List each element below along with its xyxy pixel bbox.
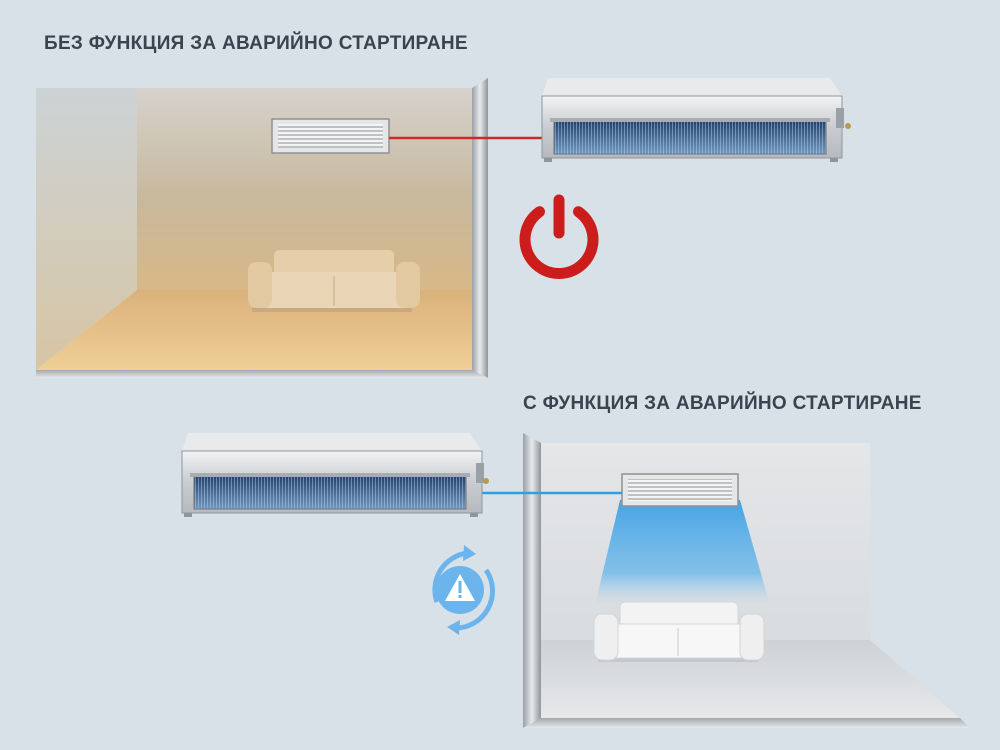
room-without-function xyxy=(36,78,488,378)
indoor-unit-top xyxy=(541,78,851,162)
warning-restart-icon xyxy=(432,545,495,635)
wall-air-vent xyxy=(621,473,739,507)
room-floor-edge xyxy=(523,718,970,728)
room-floor-edge xyxy=(36,370,488,378)
sofa xyxy=(248,250,420,312)
title-without-emergency-start: БЕЗ ФУНКЦИЯ ЗА АВАРИЙНО СТАРТИРАНЕ xyxy=(44,33,468,54)
room-left-wall xyxy=(36,88,137,370)
wall-air-vent xyxy=(271,118,390,154)
room-right-wall-edge xyxy=(472,78,488,378)
cold-airflow xyxy=(595,500,770,605)
room-left-wall-edge xyxy=(523,433,541,728)
room-with-function xyxy=(523,433,970,728)
indoor-unit-bottom xyxy=(181,433,489,517)
sofa xyxy=(593,601,765,662)
power-off-icon xyxy=(519,194,599,280)
title-with-emergency-start: С ФУНКЦИЯ ЗА АВАРИЙНО СТАРТИРАНЕ xyxy=(523,393,922,414)
